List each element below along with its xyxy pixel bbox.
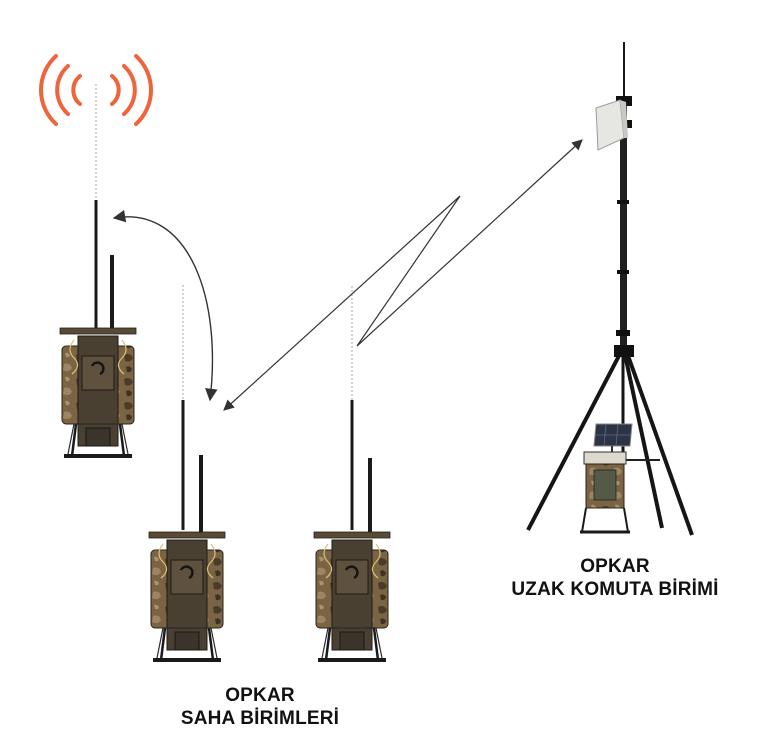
field-unit-2 bbox=[147, 285, 227, 662]
panel-antenna-icon bbox=[595, 99, 628, 151]
field-units-label: OPKAR SAHA BİRİMLERİ bbox=[130, 684, 390, 730]
wireless-signal-icon bbox=[38, 54, 154, 126]
radio-link-arrow bbox=[223, 139, 583, 411]
field-unit-1 bbox=[58, 84, 138, 458]
field-units-label-line1: OPKAR bbox=[225, 685, 295, 706]
field-units-label-line2: SAHA BİRİMLERİ bbox=[180, 708, 340, 729]
relay-arrow bbox=[112, 209, 218, 402]
remote-unit-label-line1: OPKAR bbox=[580, 556, 650, 577]
remote-command-mast bbox=[526, 42, 694, 536]
remote-unit-label: OPKAR UZAK KOMUTA BİRİMİ bbox=[470, 555, 758, 601]
solar-panel bbox=[593, 423, 633, 452]
remote-unit-label-line2: UZAK KOMUTA BİRİMİ bbox=[511, 579, 719, 600]
field-unit-3 bbox=[312, 286, 392, 662]
